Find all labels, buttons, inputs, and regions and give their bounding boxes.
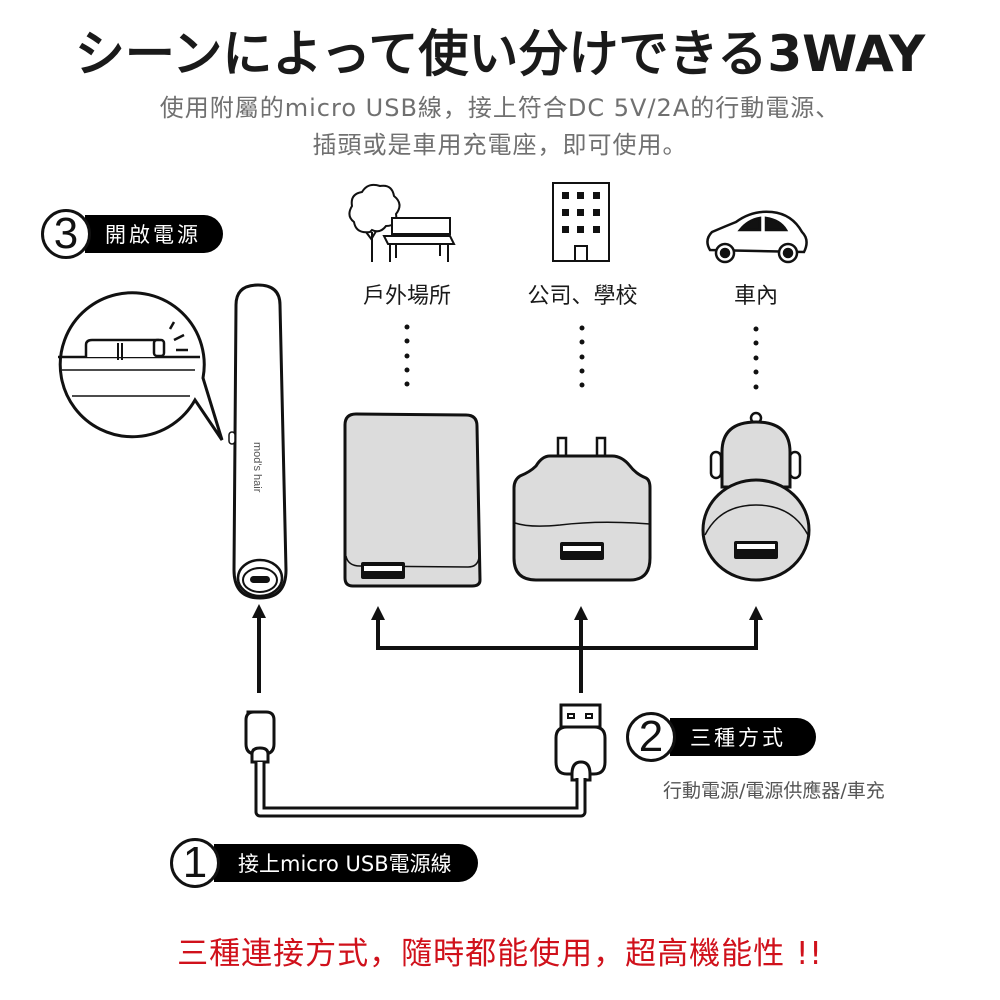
dotted-connectors [404,324,759,390]
subtitle-line-2: 插頭或是車用充電座，即可使用。 [312,131,688,159]
scene-label-office: 公司、學校 [527,284,638,309]
subtitle-line-1: 使用附屬的micro USB線，接上符合DC 5V/2A的行動電源、 [159,94,841,122]
scene-label-car: 車內 [733,284,778,309]
device-brand-label: mod's hair [251,442,263,493]
step-1-number: 1 [170,838,220,888]
step-1-label: 接上micro USB電源線 [214,844,478,882]
arrow-heads [252,604,763,620]
step-1-badge: 1 接上micro USB電源線 [170,838,478,888]
power-bank-icon [343,412,482,588]
car-icon [706,210,808,264]
step-3-number: 3 [41,209,91,259]
micro-usb-connector-icon [244,710,276,764]
connection-arrows [257,610,758,693]
step-2-note: 行動電源/電源供應器/車充 [663,780,885,802]
step-3-badge: 3 開啟電源 [41,209,223,259]
park-bench-tree-icon [348,183,456,262]
wall-adapter-icon [512,436,652,582]
step-2-badge: 2 三種方式 [626,712,816,762]
footer-tagline: 三種連接方式，隨時都能使用，超高機能性 !! [177,936,823,972]
zoom-bubble-icon [58,291,224,441]
step-3-label: 開啟電源 [85,215,223,253]
step-2-label: 三種方式 [670,718,816,756]
step-2-number: 2 [626,712,676,762]
usb-a-connector-icon [554,703,607,782]
office-building-icon [552,182,610,262]
power-switch-detail-icon [58,321,200,397]
scene-label-outdoor: 戶外場所 [362,284,451,309]
hair-styler-device-icon [228,283,288,600]
page-title: シーンによって使い分けできる3WAY [74,25,926,83]
usb-cable-icon [254,762,587,818]
car-charger-icon [701,411,811,582]
